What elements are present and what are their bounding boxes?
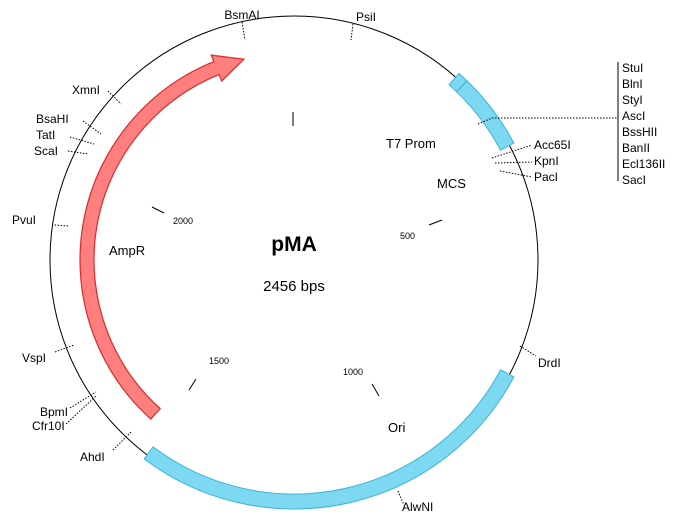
site-label-cfr10i: Cfr10I bbox=[32, 419, 65, 433]
site-label-bsmai: BsmAI bbox=[224, 8, 259, 22]
leader-alwni bbox=[397, 490, 405, 506]
site-label-acc65i: Acc65I bbox=[534, 138, 571, 152]
mcs-site-label: BlnI bbox=[622, 77, 643, 91]
leader-tati bbox=[69, 136, 95, 145]
mcs-site-label: StyI bbox=[622, 93, 643, 107]
leader-ahdi bbox=[112, 431, 132, 451]
leader-mcs-cluster bbox=[477, 117, 493, 125]
tick-mark-1000 bbox=[371, 383, 380, 397]
t7-promoter-box bbox=[448, 72, 468, 93]
feature-label-ampr: AmpR bbox=[109, 243, 145, 258]
site-label-psii: PsiI bbox=[356, 10, 376, 24]
mcs-site-label: BanII bbox=[622, 141, 650, 155]
mcs-site-label: AscI bbox=[622, 109, 645, 123]
leader-vspi bbox=[54, 344, 75, 353]
mcs-site-label: BssHII bbox=[622, 125, 657, 139]
tick-label-1000: 1000 bbox=[343, 367, 363, 377]
site-label-tati: TatI bbox=[36, 128, 55, 142]
mcs-bar bbox=[455, 80, 515, 151]
plasmid-size: 2456 bps bbox=[263, 278, 325, 295]
leader-paci bbox=[499, 170, 533, 178]
feature-label-ori: Ori bbox=[388, 420, 405, 435]
site-label-paci: PacI bbox=[534, 170, 558, 184]
tick-mark-500 bbox=[428, 219, 443, 226]
tick-label-500: 500 bbox=[400, 231, 415, 241]
site-label-scai: ScaI bbox=[34, 144, 58, 158]
mcs-site-label: SacI bbox=[622, 173, 646, 187]
tick-label-2000: 2000 bbox=[173, 216, 193, 226]
site-label-ahdi: AhdI bbox=[80, 450, 105, 464]
leader-cfr10i bbox=[65, 395, 97, 425]
site-label-kpni: KpnI bbox=[534, 154, 559, 168]
leader-acc65i bbox=[491, 144, 533, 159]
mcs-site-label: StuI bbox=[622, 61, 643, 75]
plasmid-name: pMA bbox=[271, 233, 317, 256]
feature-label-t7-promoter: T7 Prom bbox=[386, 136, 436, 151]
leader-scai bbox=[67, 150, 89, 155]
feature-label-mcs: MCS bbox=[437, 176, 466, 191]
leader-psii bbox=[350, 23, 354, 41]
site-label-pvui: PvuI bbox=[12, 213, 36, 227]
tick-mark-1500 bbox=[188, 378, 197, 391]
tick-mark-2000 bbox=[151, 206, 165, 214]
site-label-bpmi: BpmI bbox=[40, 405, 68, 419]
mcs-site-label: Ecl136II bbox=[622, 157, 665, 171]
site-label-alwni: AlwNI bbox=[402, 500, 433, 514]
leader-bpmi bbox=[69, 391, 97, 409]
leader-bsahi bbox=[82, 120, 102, 135]
leader-drdi bbox=[519, 345, 537, 357]
site-label-drdi: DrdI bbox=[538, 356, 561, 370]
tick-label-1500: 1500 bbox=[209, 356, 229, 366]
leader-pvui bbox=[53, 224, 69, 227]
site-label-vspi: VspI bbox=[22, 351, 46, 365]
site-label-xmni: XmnI bbox=[72, 83, 100, 97]
leader-bsmai bbox=[241, 21, 246, 41]
ori-bar bbox=[143, 369, 515, 510]
leader-xmni bbox=[107, 90, 122, 105]
ampr-arrow bbox=[79, 54, 246, 420]
leader-kpni bbox=[494, 161, 533, 164]
site-label-bsahi: BsaHI bbox=[36, 112, 69, 126]
